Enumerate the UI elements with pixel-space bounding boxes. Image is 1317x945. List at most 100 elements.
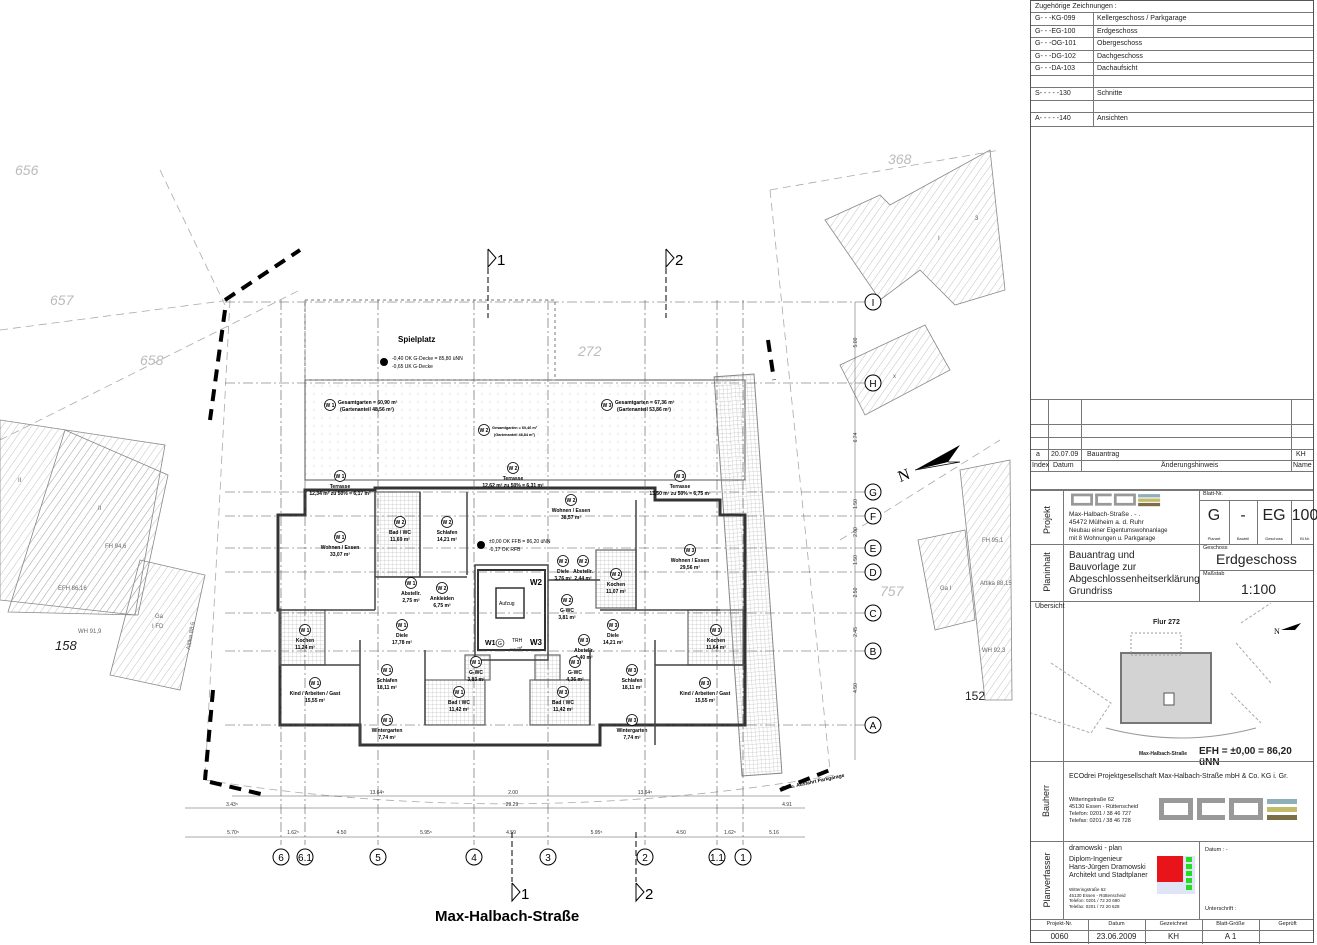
svg-text:3,76 m²: 3,76 m² [554,576,572,582]
svg-text:Ankleiden: Ankleiden [430,596,454,602]
sheet-number-caption: Geschoss [1265,536,1283,541]
related-drawing-code: S- - - - -130 [1035,90,1071,97]
blatt-label: Blatt-Nr. [1203,491,1223,497]
svg-text:Abstellr.: Abstellr. [574,648,594,654]
svg-text:Bad / WC: Bad / WC [552,700,574,706]
svg-text:4,36 m²: 4,36 m² [566,677,584,683]
planverfasser-label: Planverfasser [1042,852,1052,908]
related-drawing-name: Dachaufsicht [1097,65,1138,72]
dimension-text: 4.50 [676,830,686,836]
svg-text:18,11 m²: 18,11 m² [377,685,397,691]
svg-text:B: B [870,647,877,658]
svg-text:3: 3 [545,853,551,864]
svg-text:Diele: Diele [607,633,619,639]
svg-text:3: 3 [975,216,979,222]
svg-text:Abstellr.: Abstellr. [401,591,421,597]
svg-text:W 1: W 1 [398,623,407,629]
svg-text:Terrasse: Terrasse [503,476,524,482]
svg-text:W 3: W 3 [580,638,589,644]
svg-text:3,81 m²: 3,81 m² [558,615,576,621]
svg-text:W 1: W 1 [336,535,345,541]
svg-text:Gesamtgarten = 60,90 m²: Gesamtgarten = 60,90 m² [338,400,398,406]
svg-text:33,07 m²: 33,07 m² [330,552,350,558]
svg-text:Kind / Arbeiten / Gast: Kind / Arbeiten / Gast [680,691,731,697]
svg-text:H: H [869,379,876,390]
svg-text:W 2: W 2 [438,586,447,592]
svg-text:Kochen: Kochen [707,638,725,644]
svg-text:G: G [498,641,502,647]
svg-text:(Gartenanteil 48,56 m²): (Gartenanteil 48,56 m²) [340,407,394,413]
garage-ramp [713,373,783,777]
svg-text:WH 91,9: WH 91,9 [78,629,102,635]
svg-text:11,69 m²: 11,69 m² [390,537,410,543]
svg-text:W 2: W 2 [443,520,452,526]
parcel-158: 158 [55,638,77,653]
svg-text:1,40 m²: 1,40 m² [575,655,593,661]
room-label: W 3G-WC4,36 m² [566,656,584,683]
related-drawing-name: Erdgeschoss [1097,27,1138,35]
related-drawing-name: Dachgeschoss [1097,52,1143,60]
svg-text:W 1: W 1 [455,690,464,696]
svg-text:Wohnen / Essen: Wohnen / Essen [321,545,360,551]
parcel-152: 152 [965,689,985,703]
svg-text:FH 95,1: FH 95,1 [982,538,1004,544]
svg-text:W 3: W 3 [701,681,710,687]
svg-text:Kind / Arbeiten / Gast: Kind / Arbeiten / Gast [290,691,341,697]
dimension-text: 5.16 [769,830,779,836]
svg-text:W 1: W 1 [472,660,481,666]
svg-text:1: 1 [497,252,505,269]
svg-text:W1: W1 [485,640,496,647]
dimension-text: 5.70⁵ [227,830,239,836]
svg-text:W2: W2 [530,578,543,587]
parcel-368: 368 [888,151,912,167]
svg-text:W 1: W 1 [383,718,392,724]
svg-text:W 2: W 2 [579,559,588,565]
svg-text:W 3: W 3 [609,623,618,629]
related-drawing-name: Kellergeschoss / Parkgarage [1097,15,1187,22]
svg-text:Kochen: Kochen [296,638,314,644]
dimension-text: 3.43⁵ [226,802,238,808]
svg-text:C: C [869,609,876,620]
eco-logo-large [1159,798,1297,820]
svg-text:6,75 m²: 6,75 m² [433,603,451,609]
sheet-number-part: EG [1262,507,1286,524]
svg-text:11,24 m²: 11,24 m² [295,645,315,651]
stair-core: Aufzug W2 W1 W3 G TRH --,-- m² [477,569,546,651]
svg-text:Bad / WC: Bad / WC [389,530,411,536]
grid-axis-3: 3 [539,848,557,866]
related-drawings-title: Zugehörige Zeichnungen : [1035,3,1117,10]
svg-text:W 2: W 2 [480,428,489,434]
grid-axis-E: E [864,539,882,557]
parcel-657: 657 [50,292,75,308]
planinhalt-label: Planinhalt [1042,552,1052,592]
room-label: W 1G-WC3,83 m² [467,656,485,683]
svg-text:W 1: W 1 [311,681,320,687]
footer-value: 0060 [1050,932,1069,941]
svg-text:W 2: W 2 [612,572,621,578]
flur-label: Flur 272 [1153,619,1180,626]
grid-axis-5: 5 [369,848,387,866]
grid-axis-6.1: 6.1 [296,848,314,866]
parcel-numbers: 656 657 658 272 368 757 [15,151,912,599]
svg-text:18,11 m²: 18,11 m² [622,685,642,691]
bauherr-label: Bauherr [1041,784,1051,818]
